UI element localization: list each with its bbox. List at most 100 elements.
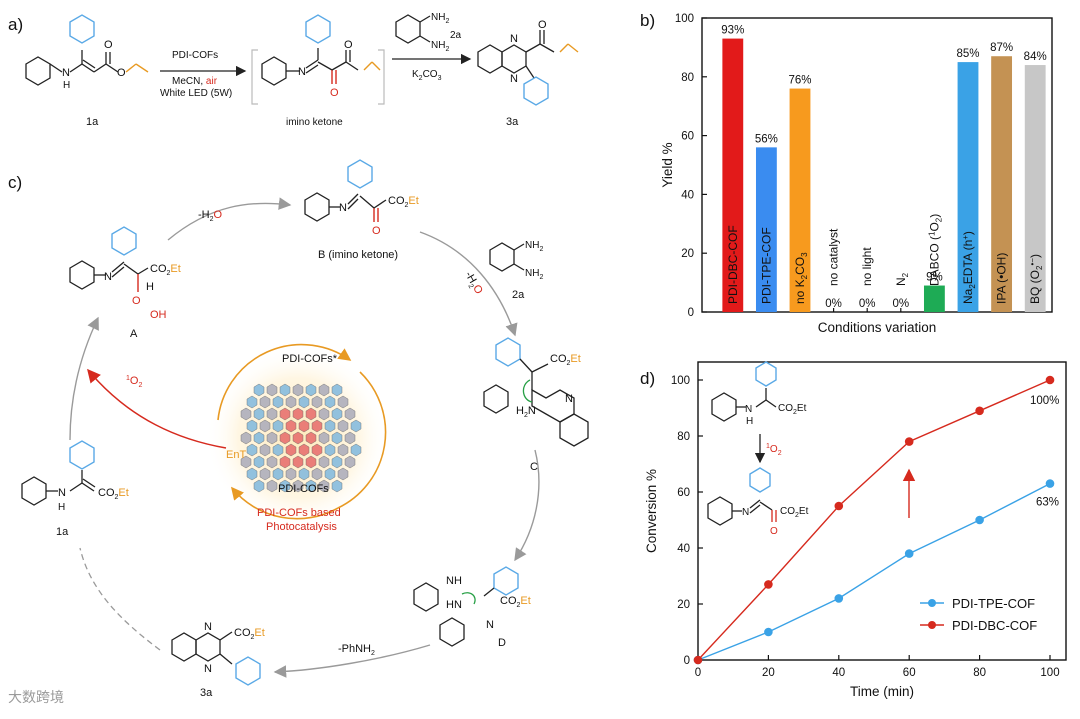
- cof-hexagon: [324, 443, 336, 457]
- cof-hexagon: [279, 431, 291, 445]
- category-label-1: PDI-TPE-COF: [759, 227, 773, 304]
- c-h2n: H2N: [516, 405, 536, 419]
- 1a-h-atom: H: [58, 502, 65, 513]
- y-axis-title: Conversion %: [644, 469, 659, 553]
- caption-line-2: Photocatalysis: [266, 521, 337, 533]
- a-oh-group: OH: [150, 309, 167, 321]
- minus-phnh2: -PhNH2: [338, 643, 375, 657]
- bar-value-label: 84%: [1024, 51, 1047, 63]
- cof-hexagon: [292, 383, 304, 397]
- inset-n2: N: [742, 507, 749, 518]
- y-tick-label: 0: [684, 655, 690, 667]
- b-co2et: CO2Et: [388, 195, 419, 209]
- bar-value-label: 56%: [755, 133, 778, 145]
- cof-hexagon: [292, 431, 304, 445]
- cof-hexagon: [344, 455, 356, 469]
- relax-arc-left: [230, 486, 339, 520]
- cof-hexagon: [331, 431, 343, 445]
- bar-value-label: 93%: [721, 25, 744, 37]
- inset-reaction: N H CO2Et 1O2 N O CO2Et: [707, 361, 809, 537]
- cof-hexagon: [292, 407, 304, 421]
- y-tick-label: 20: [677, 599, 690, 611]
- d-nh-label: NH: [446, 575, 462, 587]
- watermark-logo-text: 大数跨境: [8, 689, 64, 705]
- reagent-2a-structure: NH2 NH2 2a: [395, 12, 462, 53]
- cof-hexagon: [350, 443, 362, 457]
- cof-hexagon: [292, 479, 304, 493]
- cof-hexagon: [318, 383, 330, 397]
- cof-hexagon: [240, 407, 252, 421]
- label-2a: 2a: [450, 30, 462, 41]
- a-h-atom: H: [146, 281, 154, 293]
- legend-label-1: PDI-DBC-COF: [952, 618, 1037, 633]
- yield-bar-chart: 02040608010093%PDI-DBC-COF56%PDI-TPE-COF…: [660, 13, 1053, 335]
- y-tick-label: 100: [675, 13, 694, 25]
- compound-1a-structure: N H O O 1a: [25, 14, 149, 128]
- end-label-tpe: 63%: [1036, 497, 1059, 509]
- d-n-atom: N: [486, 619, 494, 631]
- cycle-arrow-a-to-b: [167, 197, 292, 241]
- cycle-arrow-b-to-c: [419, 231, 518, 337]
- cof-hexagon: [331, 383, 343, 397]
- data-point: [904, 437, 914, 446]
- reagent-k2co3: K2CO3: [412, 69, 442, 82]
- d-co2et: CO2Et: [500, 595, 531, 609]
- cof-hexagon: [279, 455, 291, 469]
- legend-label-0: PDI-TPE-COF: [952, 596, 1035, 611]
- cof-hexagon: [240, 455, 252, 469]
- x-tick-label: 60: [903, 667, 916, 679]
- singlet-oxygen-arrow: [87, 368, 227, 449]
- category-label-7: Na2EDTA (h+): [961, 231, 977, 304]
- cycle-label-1a: 1a: [56, 526, 69, 538]
- cof-hexagon: [298, 467, 310, 481]
- cof-hexagon: [272, 443, 284, 457]
- cycle-nh2-top: NH2: [525, 240, 543, 253]
- cof-hexagon: [305, 479, 317, 493]
- label-c: C: [530, 461, 538, 473]
- cof-hexagon: [285, 419, 297, 433]
- cof-hexagon: [298, 395, 310, 409]
- label-imino-ketone: imino ketone: [286, 117, 343, 128]
- cof-hexagon: [305, 455, 317, 469]
- reagent-white-led: White LED (5W): [160, 88, 232, 99]
- intermediate-c-structure: CO2Et N H2N C: [483, 337, 589, 473]
- cof-hexagon: [285, 467, 297, 481]
- bar-6: [923, 285, 945, 312]
- cof-hexagon: [259, 467, 271, 481]
- cof-hexagon: [298, 443, 310, 457]
- bar-value-label: 0%: [892, 298, 909, 310]
- cof-hexagon: [272, 467, 284, 481]
- y-tick-label: 80: [681, 72, 694, 84]
- bar-value-label: 87%: [990, 42, 1013, 54]
- cycle-arrow-1a-to-a: [69, 316, 99, 441]
- nh-n-atom: N: [62, 67, 70, 79]
- quinoxaline-n2: N: [510, 73, 518, 85]
- reagent-pdi-cofs: PDI-COFs: [172, 50, 218, 61]
- category-label-5: N2: [894, 272, 910, 286]
- cof-hexagon: [240, 431, 252, 445]
- singlet-oxygen-label: 1O2: [126, 375, 142, 389]
- cof-hexagon: [266, 479, 278, 493]
- caption-line-1: PDI-COFs based: [257, 507, 341, 519]
- d-elimination-arrow: [461, 592, 476, 605]
- y-tick-label: 60: [681, 131, 694, 143]
- label-3a: 3a: [506, 116, 519, 128]
- inset-singlet-o2: 1O2: [766, 443, 782, 457]
- product-o: O: [538, 19, 547, 31]
- category-label-2: no K2CO3: [793, 252, 809, 304]
- end-label-dbc: 100%: [1030, 395, 1059, 407]
- cof-hexagon: [253, 479, 265, 493]
- bar-value-label: 0%: [859, 298, 876, 310]
- y-tick-label: 60: [677, 487, 690, 499]
- cycle-nh2-bottom: NH2: [525, 268, 543, 281]
- reagent-mecn: MeCN, air: [172, 76, 218, 87]
- bar-value-label: 85%: [956, 48, 979, 60]
- cof-hexagon: [279, 383, 291, 397]
- a-n-atom: N: [104, 271, 112, 283]
- cof-hexagon: [318, 407, 330, 421]
- inset-h: H: [746, 416, 753, 427]
- b-n-atom: N: [339, 202, 347, 214]
- cof-hexagon: [311, 419, 323, 433]
- x-tick-label: 100: [1040, 667, 1059, 679]
